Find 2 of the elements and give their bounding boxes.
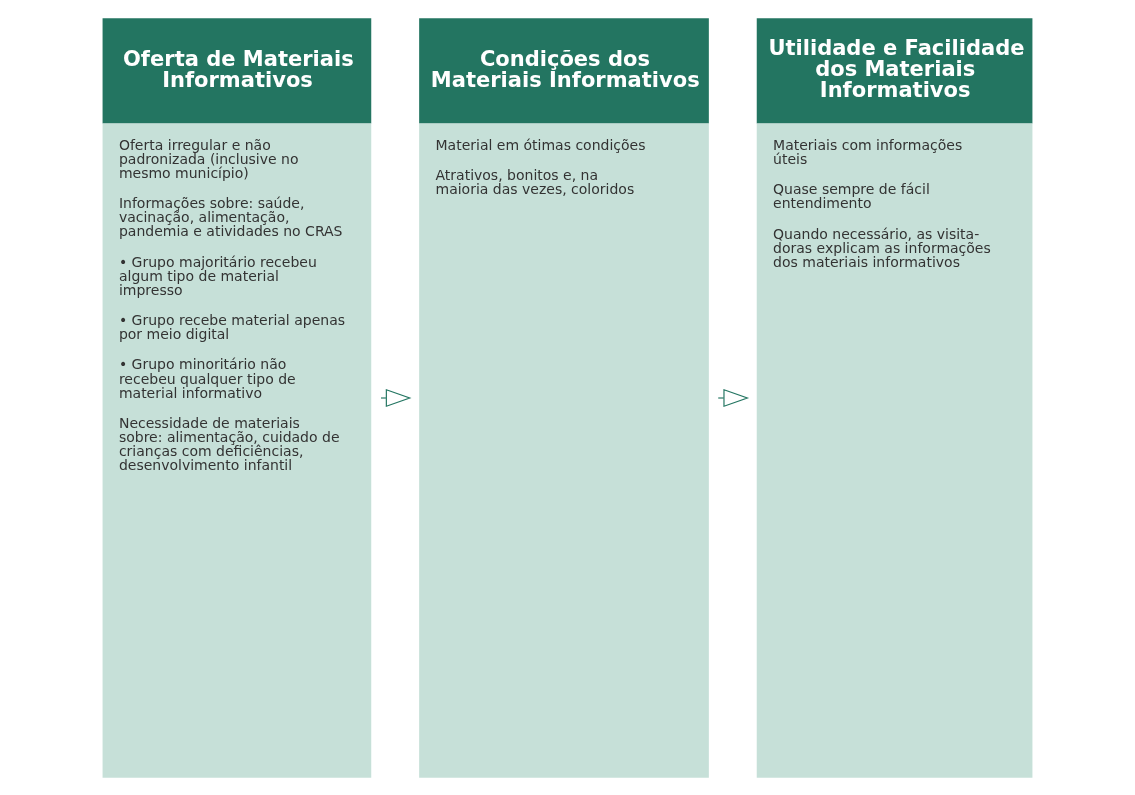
arrow [380, 388, 412, 407]
arrow [717, 388, 750, 407]
